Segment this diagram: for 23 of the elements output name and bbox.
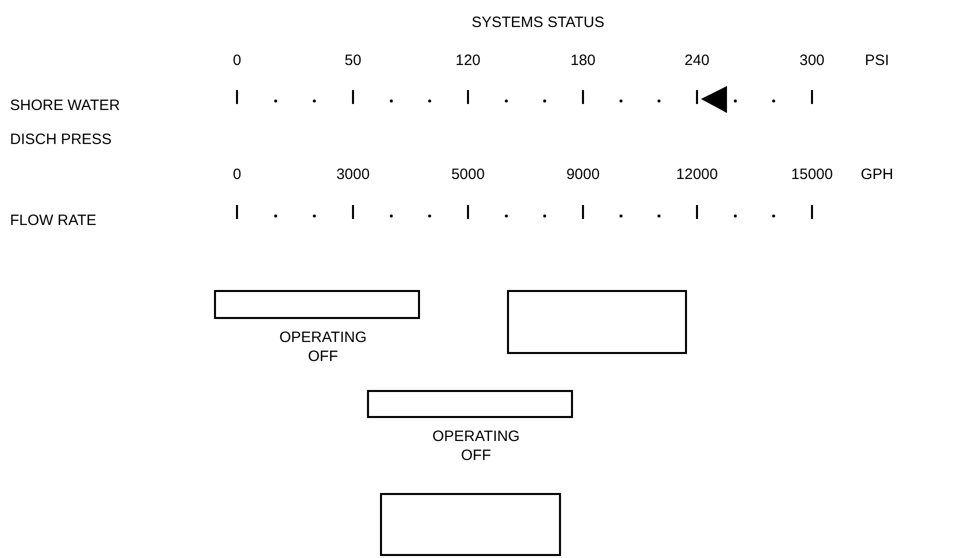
indicator-box	[380, 493, 561, 556]
gauge-label: SHORE WATER DISCH PRESS	[10, 96, 122, 150]
unit-label: GPH	[860, 166, 894, 184]
scale-value: 0	[232, 52, 242, 70]
scale-value: 3000	[336, 166, 370, 184]
scale-value: 120	[455, 52, 481, 70]
scale-value: 0	[232, 166, 242, 184]
scale-value: 50	[344, 52, 362, 70]
status-label: OPERATING OFF	[278, 328, 368, 366]
scale-value: 300	[799, 52, 825, 70]
title: SYSTEMS STATUS	[472, 14, 604, 32]
unit-label: PSI	[864, 52, 890, 70]
indicator-box	[214, 290, 420, 319]
scale-value: 9000	[566, 166, 600, 184]
scale-value: 180	[570, 52, 596, 70]
scale-value: 5000	[451, 166, 485, 184]
scale-value: 12000	[676, 166, 718, 184]
status-label: OPERATING OFF	[431, 427, 521, 465]
scale-value: 15000	[791, 166, 833, 184]
gauge-label: FLOW RATE	[10, 211, 98, 231]
scale-value: 240	[684, 52, 710, 70]
indicator-box	[367, 390, 573, 418]
indicator-box	[507, 290, 687, 354]
